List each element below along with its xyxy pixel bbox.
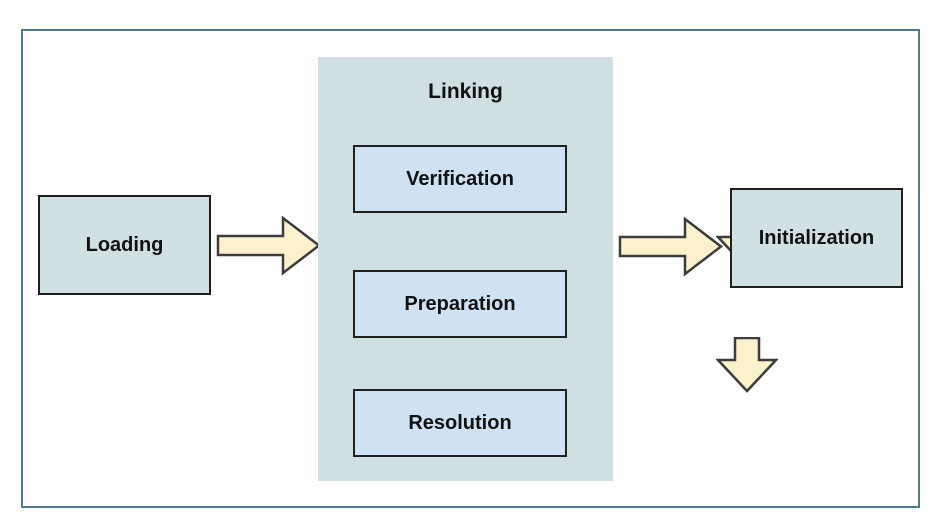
loading-label: Loading	[85, 233, 164, 256]
arrow-right-icon	[216, 215, 322, 276]
linking-title: Linking	[428, 80, 503, 103]
diagram-frame	[21, 29, 920, 508]
verification-box: Verification	[353, 145, 567, 213]
arrow-right-icon	[618, 216, 724, 277]
preparation-box: Preparation	[353, 270, 567, 338]
preparation-label: Preparation	[404, 292, 516, 315]
resolution-label: Resolution	[408, 411, 512, 434]
loading-box: Loading	[38, 195, 211, 295]
arrow-down-icon	[716, 337, 778, 393]
verification-label: Verification	[406, 167, 514, 190]
initialization-label: Initialization	[758, 226, 875, 249]
linking-panel: Linking Verification Preparation Resolut…	[318, 57, 778, 481]
initialization-box: Initialization	[730, 188, 903, 288]
resolution-box: Resolution	[353, 389, 567, 457]
